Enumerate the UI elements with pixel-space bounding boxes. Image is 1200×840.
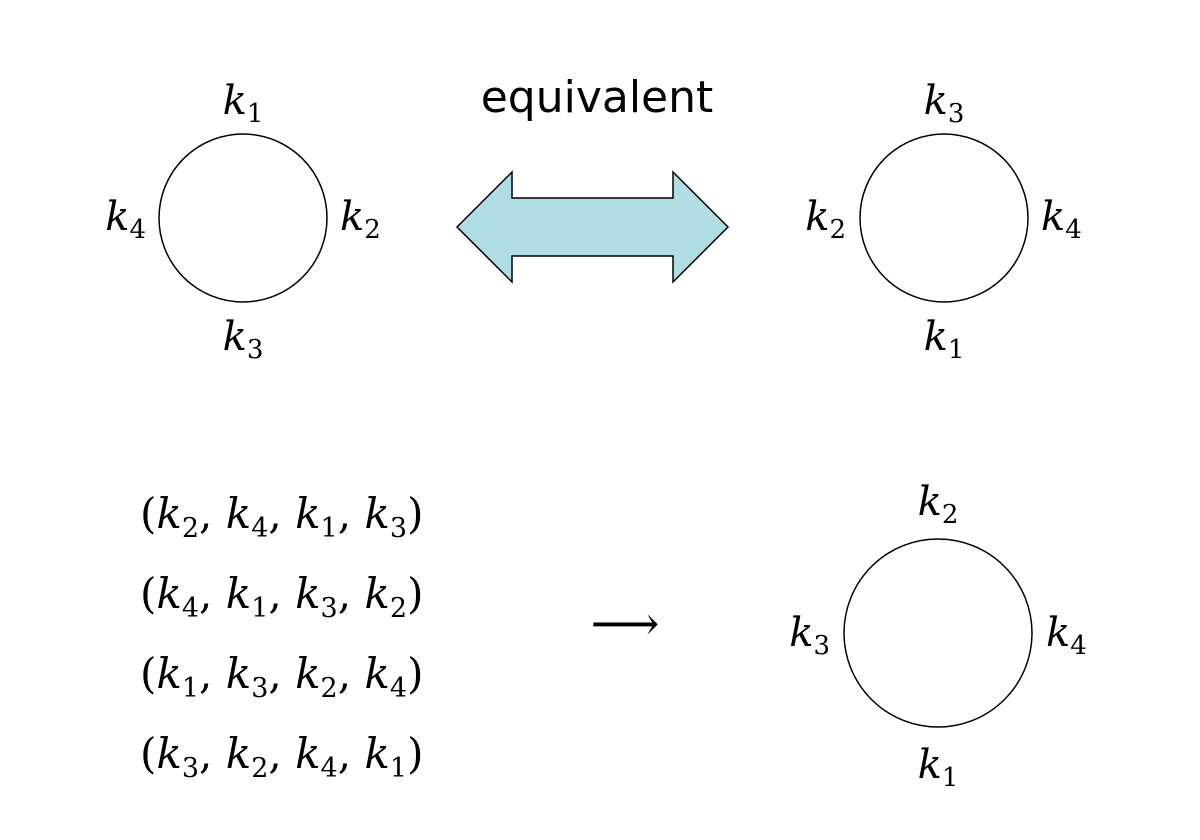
label-right: k4 bbox=[1046, 610, 1087, 661]
label-left: k2 bbox=[805, 194, 846, 245]
tuple-row-4: (k3, k2, k4, k1) bbox=[140, 729, 423, 784]
label-left: k4 bbox=[105, 194, 146, 245]
label-right: k2 bbox=[340, 194, 381, 245]
loop-circle bbox=[859, 133, 1029, 303]
tuple-row-3: (k1, k3, k2, k4) bbox=[140, 649, 423, 704]
tuple-row-2: (k4, k1, k3, k2) bbox=[140, 569, 423, 624]
label-bottom: k3 bbox=[223, 314, 264, 365]
mapping-arrow: ⟶ bbox=[591, 596, 660, 652]
label-bottom: k1 bbox=[924, 314, 965, 365]
equivalence-double-arrow bbox=[455, 170, 730, 284]
loop-circle bbox=[843, 538, 1033, 728]
label-left: k3 bbox=[789, 610, 830, 661]
circle-diagram-top-right: k3 k4 k1 k2 bbox=[805, 78, 1082, 365]
label-top: k3 bbox=[924, 78, 965, 129]
label-bottom: k1 bbox=[918, 742, 959, 793]
label-top: k1 bbox=[223, 78, 264, 129]
loop-circle bbox=[158, 133, 328, 303]
tuple-list: (k2, k4, k1, k3) (k4, k1, k3, k2) (k1, k… bbox=[140, 489, 423, 784]
circle-diagram-top-left: k1 k2 k3 k4 bbox=[105, 78, 381, 365]
label-right: k4 bbox=[1041, 194, 1082, 245]
tuple-row-1: (k2, k4, k1, k3) bbox=[140, 489, 423, 544]
equivalent-caption: equivalent bbox=[481, 72, 714, 123]
label-top: k2 bbox=[918, 479, 959, 530]
circle-diagram-bottom-right: k2 k4 k1 k3 bbox=[789, 479, 1087, 793]
